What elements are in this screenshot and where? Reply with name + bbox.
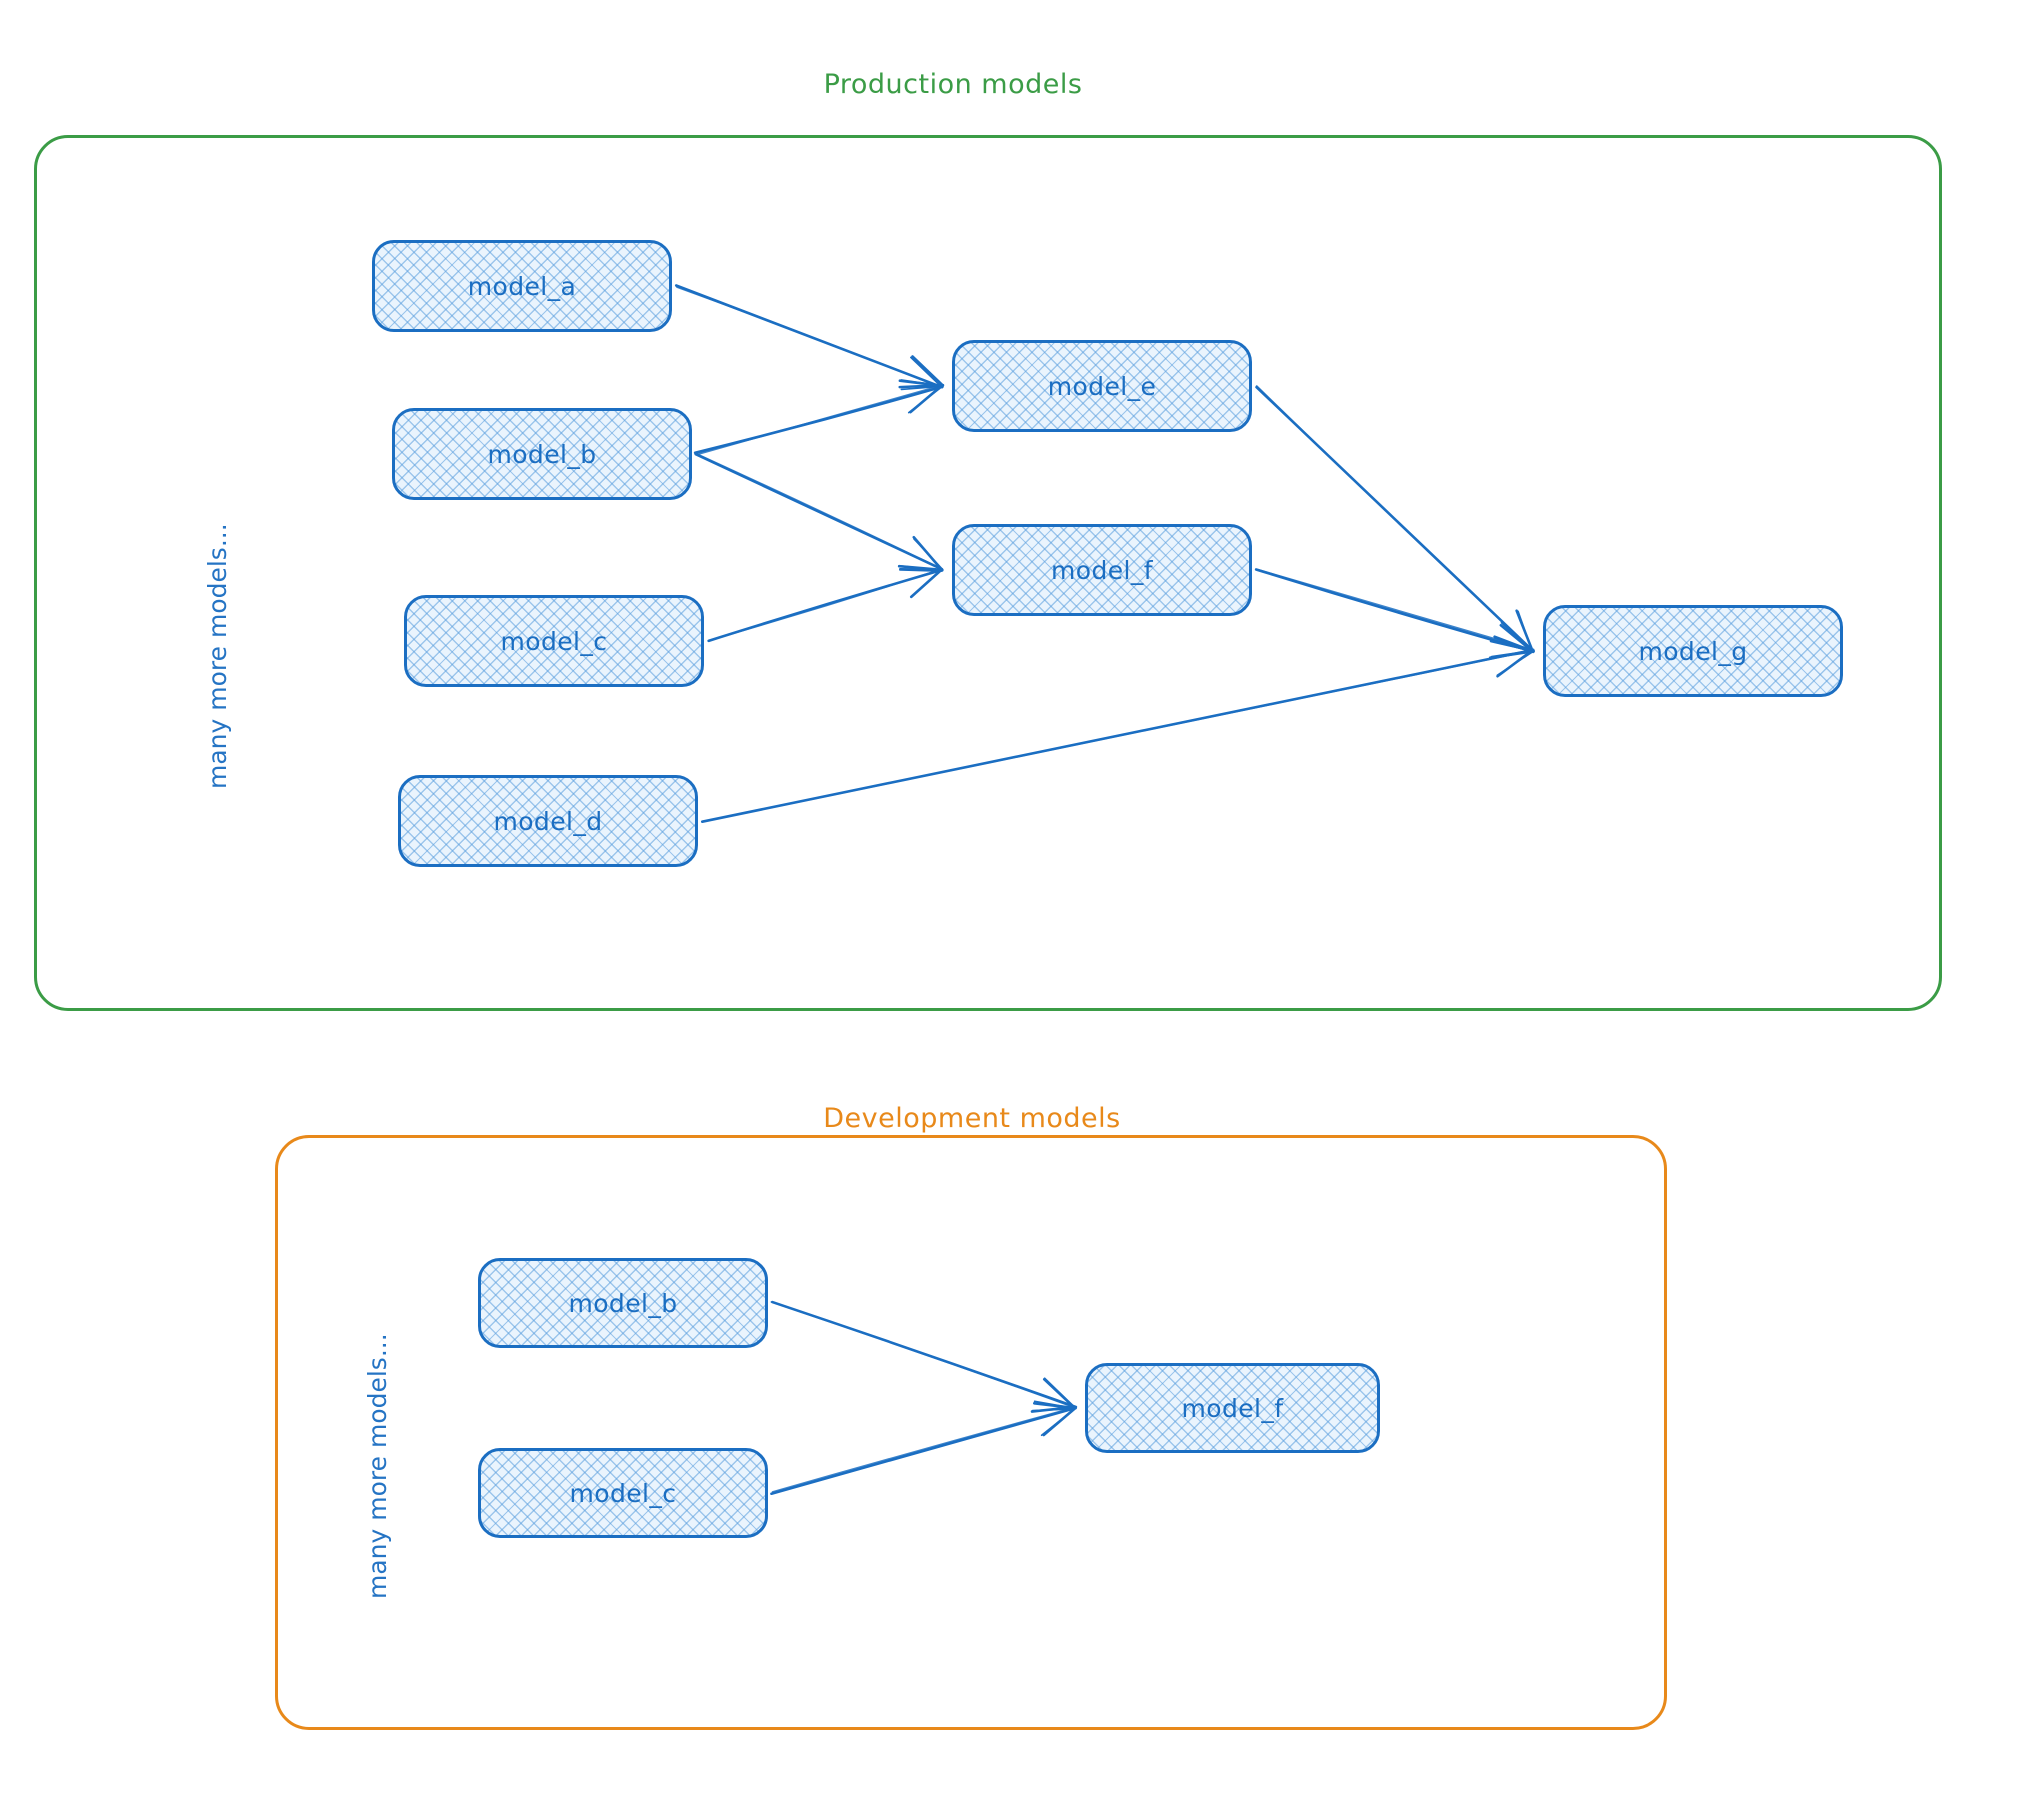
node-label: model_e: [1047, 371, 1157, 401]
node-label: model_b: [487, 439, 597, 469]
node-prod_model_g[interactable]: model_g: [1543, 605, 1843, 697]
group-frame-production: [34, 135, 1942, 1011]
node-prod_model_c[interactable]: model_c: [404, 595, 704, 687]
group-frame-development: [275, 1135, 1667, 1730]
group-title-production: Production models: [823, 69, 1083, 100]
node-label: model_c: [500, 626, 608, 656]
node-dev_model_f[interactable]: model_f: [1085, 1363, 1380, 1453]
node-label: model_c: [569, 1478, 677, 1508]
node-dev_model_b[interactable]: model_b: [478, 1258, 768, 1348]
node-label: model_f: [1181, 1393, 1284, 1423]
node-label: model_a: [467, 271, 577, 301]
node-prod_model_e[interactable]: model_e: [952, 340, 1252, 432]
node-label: model_b: [568, 1288, 678, 1318]
node-prod_model_b[interactable]: model_b: [392, 408, 692, 500]
node-prod_model_a[interactable]: model_a: [372, 240, 672, 332]
node-label: model_g: [1638, 636, 1748, 666]
many-more-models-note-development: many more models...: [363, 1333, 392, 1599]
node-prod_model_d[interactable]: model_d: [398, 775, 698, 867]
node-dev_model_c[interactable]: model_c: [478, 1448, 768, 1538]
node-label: model_f: [1051, 555, 1153, 585]
group-title-development: Development models: [823, 1103, 1121, 1134]
node-prod_model_f[interactable]: model_f: [952, 524, 1252, 616]
node-label: model_d: [493, 806, 603, 836]
many-more-models-note-production: many more models...: [203, 523, 232, 789]
